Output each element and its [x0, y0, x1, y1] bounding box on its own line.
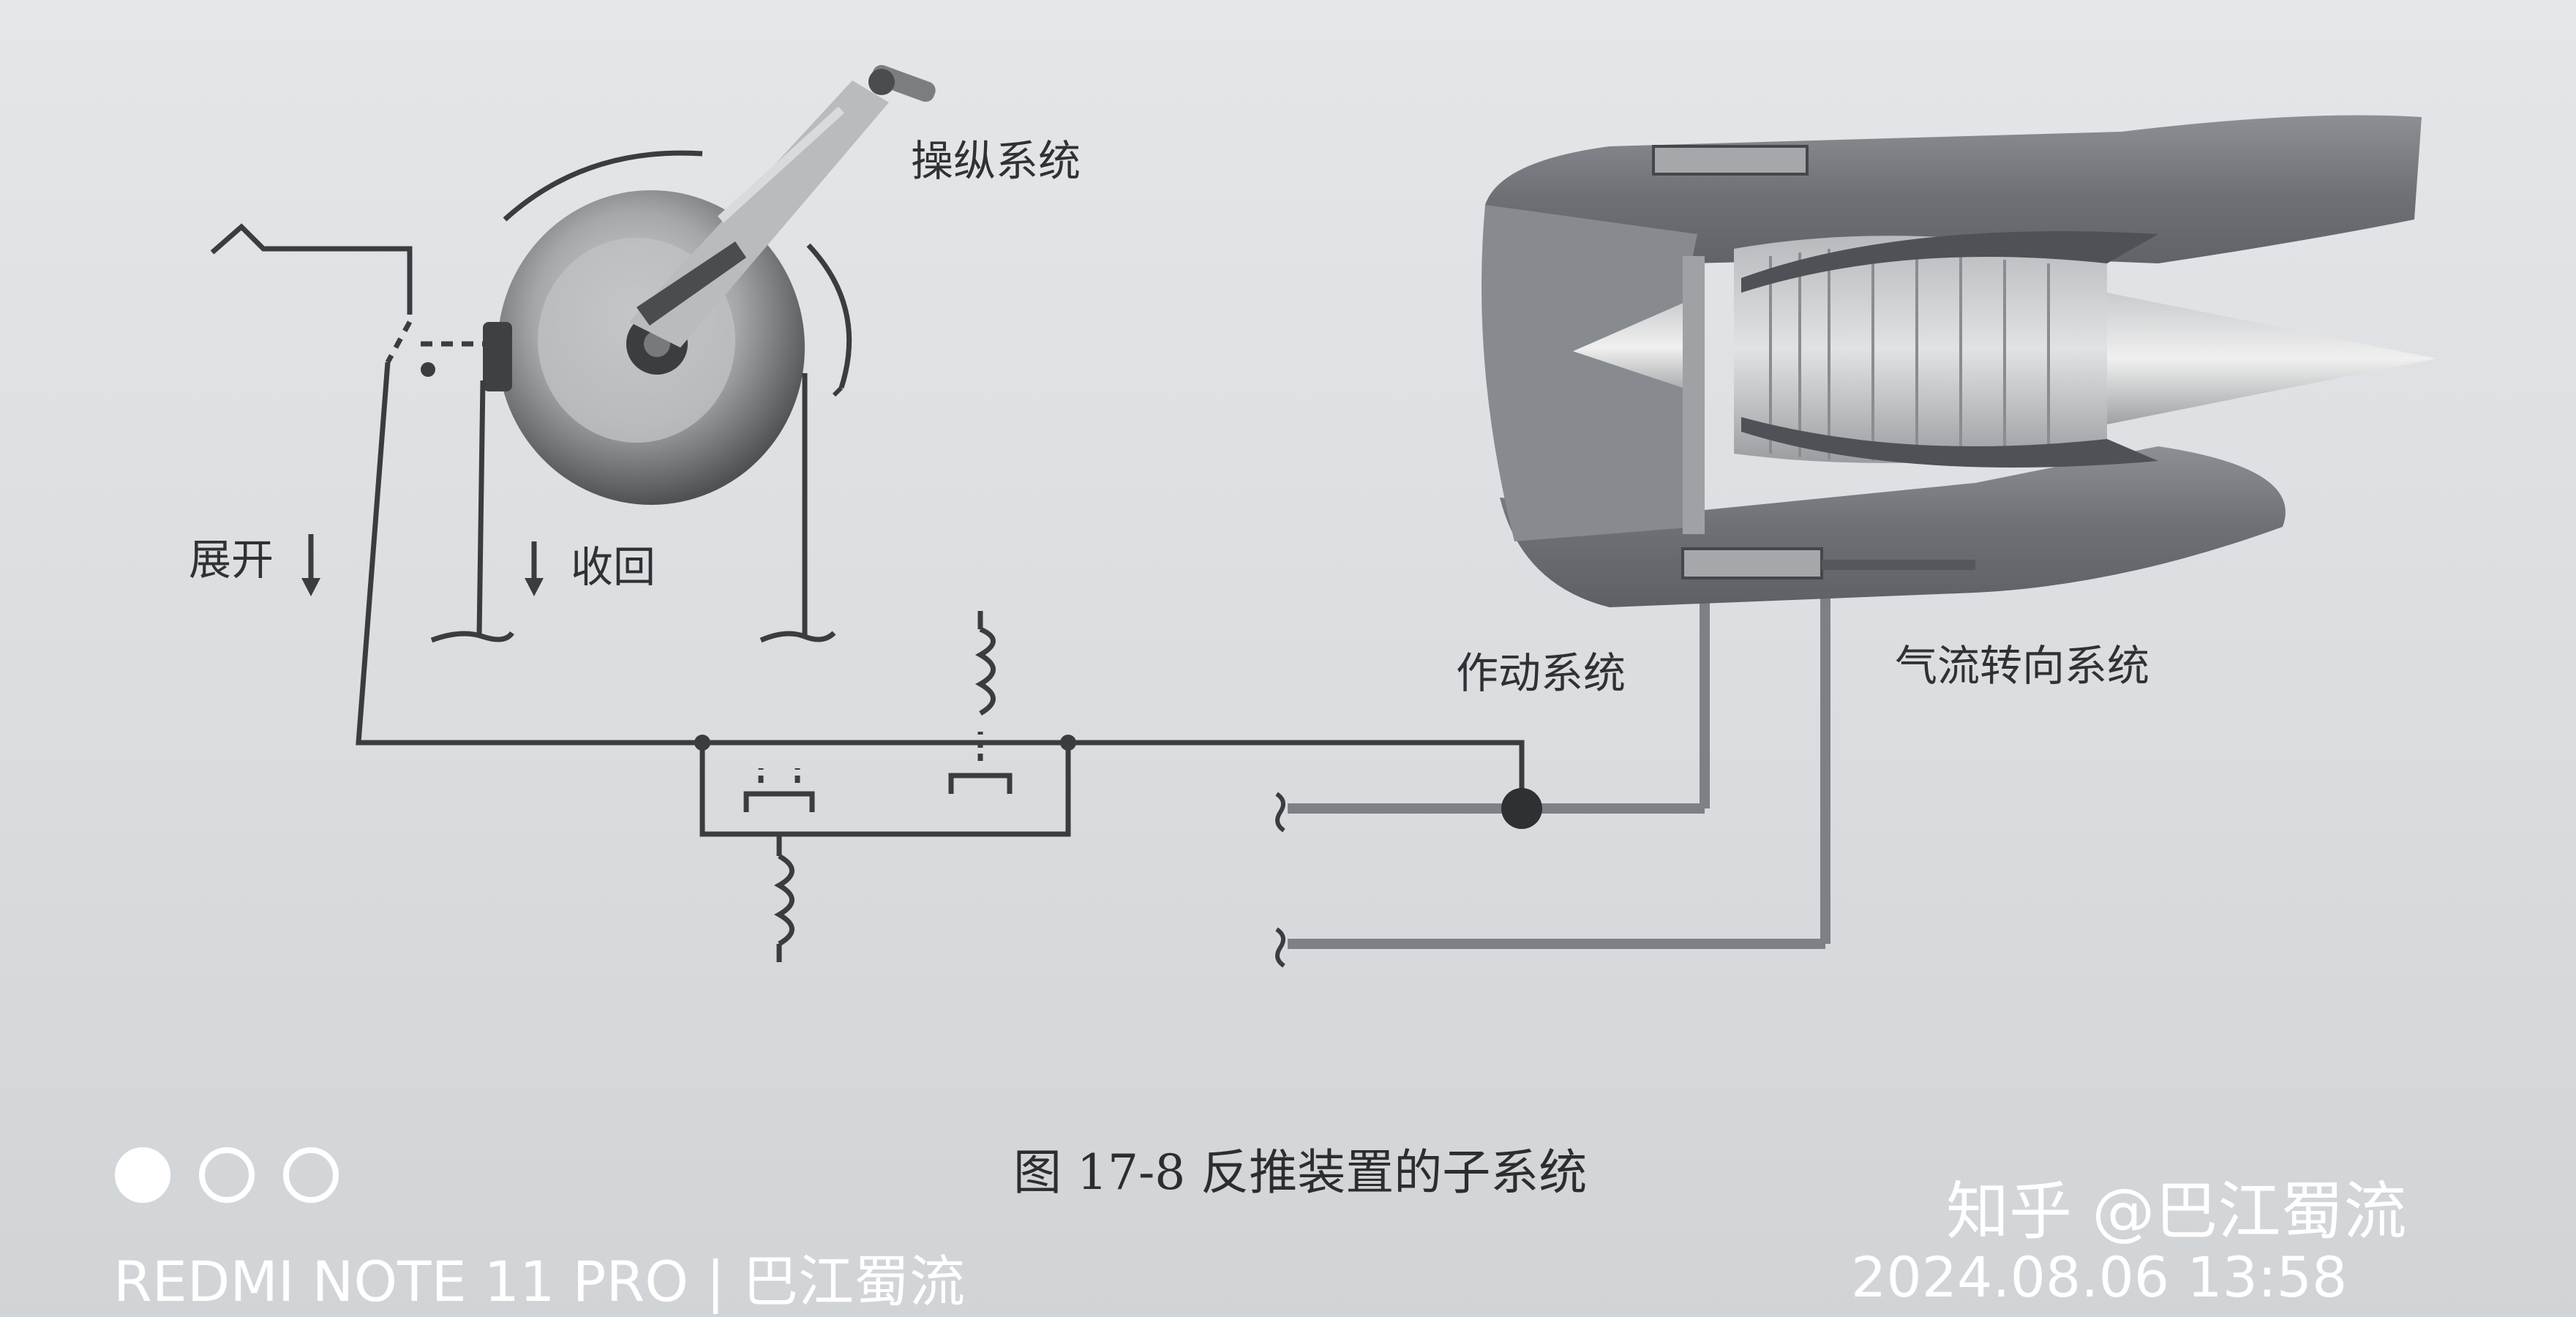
page-dot-3	[283, 1147, 339, 1203]
main-wire-left	[356, 361, 702, 746]
exhaust-cone	[2107, 293, 2436, 424]
spinner-cone	[1573, 300, 1705, 395]
stow-ground-symbol-right	[759, 631, 836, 643]
engine-nacelle	[1482, 115, 2436, 607]
reverse-thrust-lever	[637, 241, 746, 326]
zhihu-watermark: 知乎 @巴江蜀流	[1946, 1175, 2406, 1248]
stow-label: 收回	[571, 542, 656, 592]
stow-arrow	[525, 541, 544, 596]
throttle-arc-lower	[806, 243, 852, 389]
control-circuit	[356, 361, 1830, 968]
timestamp: 2024.08.06 13:58	[1851, 1245, 2347, 1310]
page-dot-1	[115, 1147, 170, 1203]
device-label: REDMI NOTE 11 PRO | 巴江蜀流	[113, 1249, 965, 1315]
deploy-arrow	[301, 534, 320, 596]
throttle-arc-upper	[503, 150, 703, 222]
selector-valve	[1501, 788, 1542, 829]
control-system-label: 操纵系统	[911, 136, 1081, 186]
relay-contact-left	[743, 791, 815, 812]
throttle-control-assembly	[210, 64, 936, 643]
lower-actuator	[1681, 547, 1823, 579]
deploy-label: 展开	[189, 535, 274, 585]
upper-actuator	[1652, 145, 1809, 176]
page-indicator	[115, 1147, 339, 1203]
stow-ground-symbol-left	[430, 631, 514, 643]
fan-blades	[1683, 256, 1705, 534]
relay-box-wire	[699, 740, 1525, 837]
relay-contact-right	[948, 773, 1013, 794]
figure-caption: 图 17-8 反推装置的子系统	[1013, 1144, 1587, 1201]
relay-coil-bottom	[773, 853, 795, 947]
deploy-switch-wire	[210, 223, 413, 315]
nacelle-inlet	[1482, 205, 1697, 541]
actuation-system-label: 作动系统	[1456, 648, 1626, 698]
relay-coil-top	[975, 626, 996, 716]
airflow-reversing-system-label: 气流转向系统	[1895, 641, 2149, 691]
page-dot-2	[199, 1147, 255, 1203]
engine-core	[1734, 236, 2107, 463]
